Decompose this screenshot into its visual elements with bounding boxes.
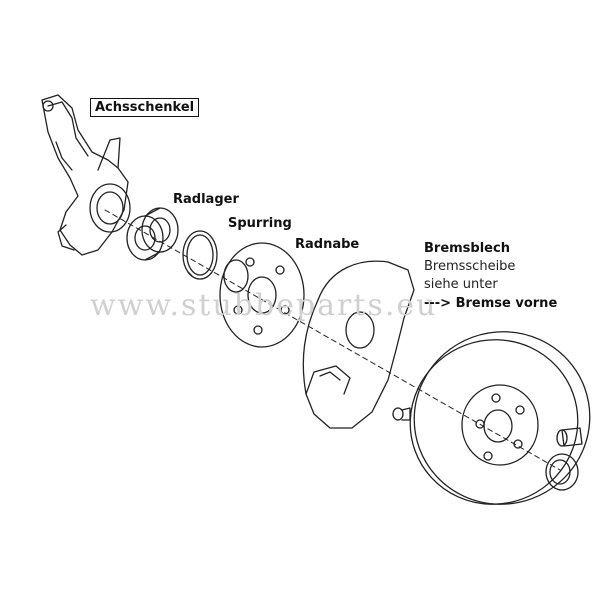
label-spurring: Spurring [228,216,292,231]
watermark: www.stubbeparts.eu [90,288,438,323]
steering-knuckle-part [41,94,131,256]
label-radnabe: Radnabe [295,237,360,252]
label-achsschenkel: Achsschenkel [90,98,200,117]
label-bremsblech: Bremsblech [424,241,510,256]
bolt-part [392,407,411,421]
label-bremse-vorne: ---> Bremse vorne [424,296,558,311]
wheel-bearing-part [126,207,179,261]
label-bremsscheibe: Bremsscheibe [424,259,516,274]
label-radlager: Radlager [173,192,239,207]
dust-cap-part [545,453,579,491]
brake-disc-part [409,331,591,505]
wheel-bolt-part [556,427,583,447]
brake-backing-plate-part [302,260,415,429]
wheel-hub-part [219,242,305,348]
snap-ring-part [182,230,218,280]
label-siehe-unter: siehe unter [424,277,498,292]
